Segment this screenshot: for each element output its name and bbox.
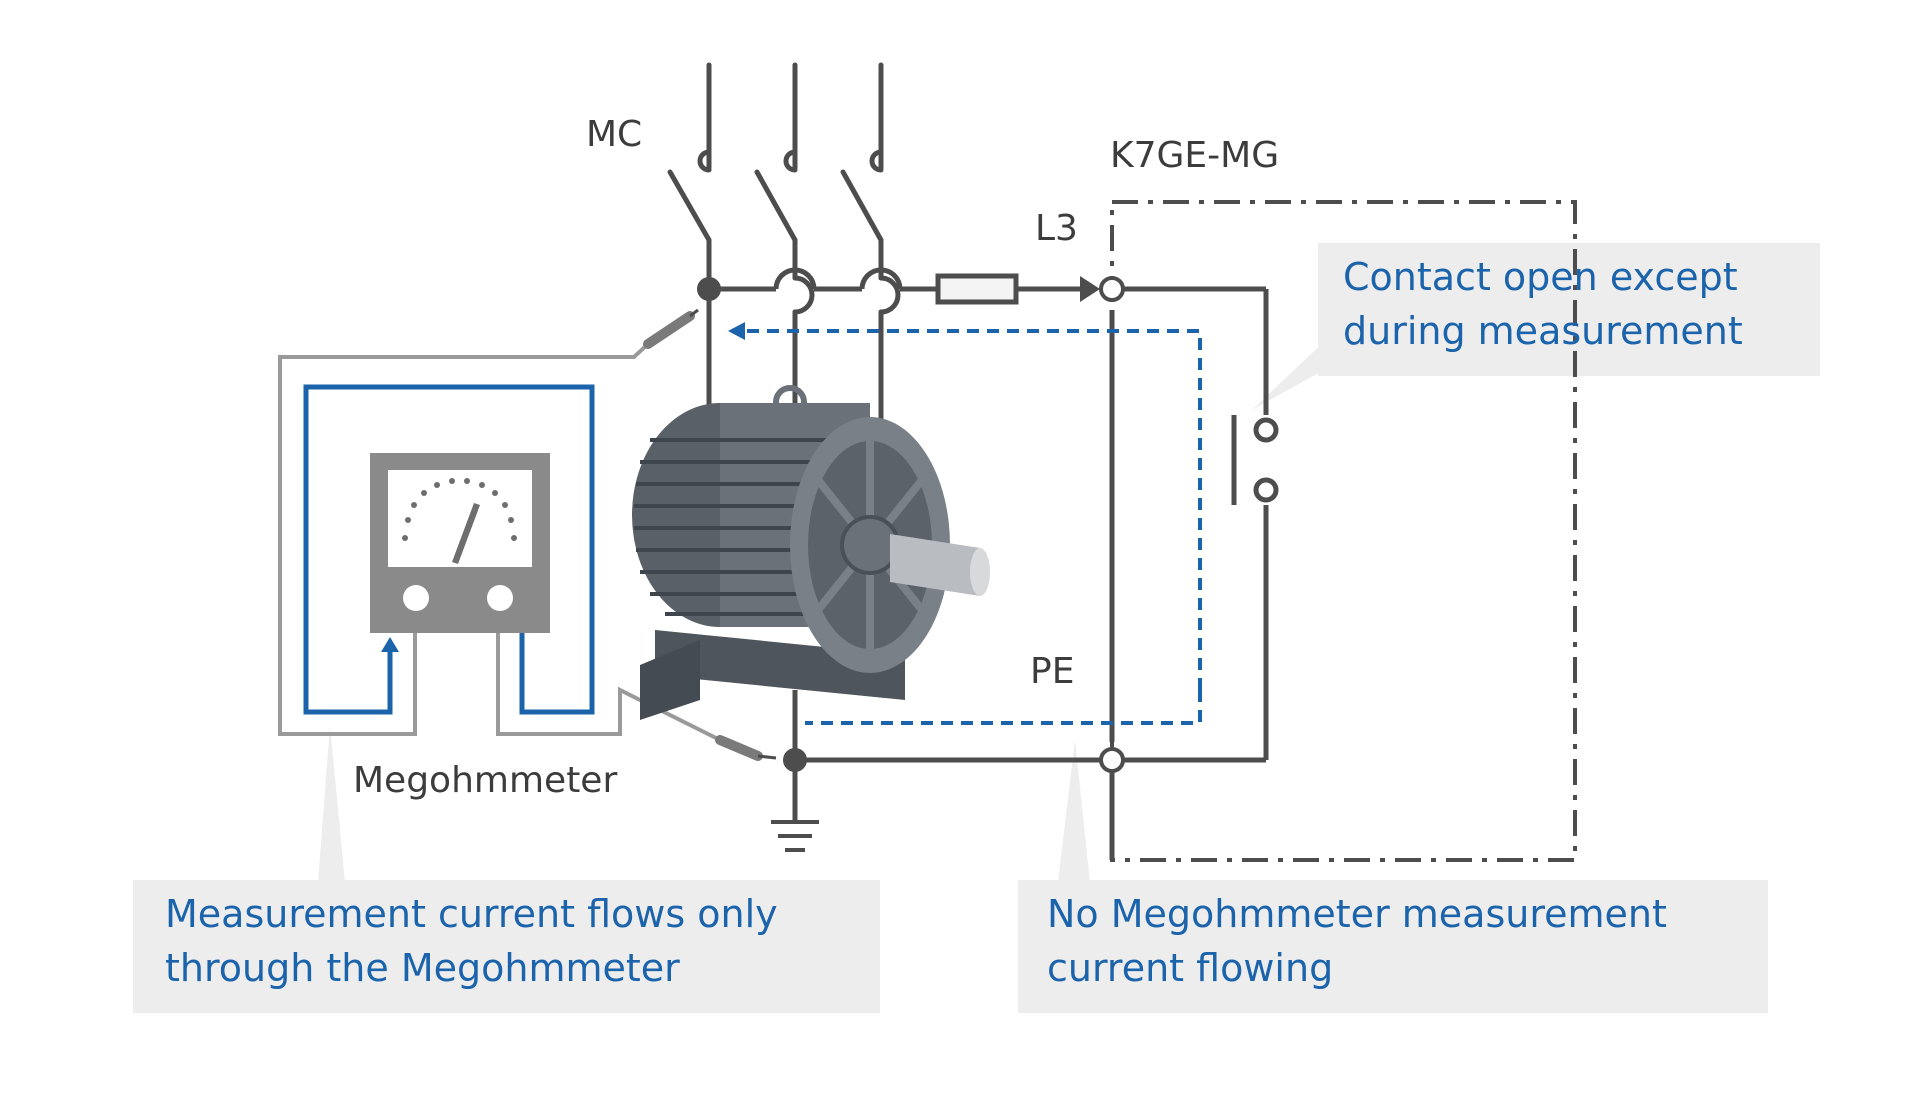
probe-bottom-icon	[715, 735, 777, 761]
ground-icon	[771, 820, 819, 852]
junction-l3	[697, 277, 721, 301]
megohmmeter-icon	[370, 453, 550, 633]
callout-box-contact	[1252, 243, 1820, 410]
callout-contact-text: Contact open except during measurement	[1343, 250, 1743, 358]
callout-box-megohmmeter-path	[133, 725, 880, 1013]
motor-icon	[632, 385, 990, 720]
l3-line	[709, 267, 1269, 763]
junction-pe	[783, 748, 807, 772]
probe-top-icon	[643, 308, 699, 349]
callout-no-current-line-2: current flowing	[1047, 946, 1334, 990]
callout-contact-line-1: Contact open except	[1343, 255, 1738, 299]
callout-contact-line-2: during measurement	[1343, 309, 1743, 353]
mc-label: MC	[586, 114, 642, 155]
callout-no-current-line-1: No Megohmmeter measurement	[1047, 892, 1667, 936]
blocked-measurement-path	[728, 322, 1202, 725]
contactor-mc	[667, 62, 901, 423]
callout-megohmmeter-path-line-1: Measurement current flows only	[165, 892, 778, 936]
pe-terminal	[1099, 747, 1125, 773]
callout-megohmmeter-path-text: Measurement current flows only through t…	[165, 887, 778, 995]
device-label: K7GE-MG	[1110, 135, 1279, 176]
l3-terminal	[1099, 276, 1125, 302]
megohmmeter-current-loop	[303, 384, 595, 715]
pe-label: PE	[1030, 651, 1074, 692]
l3-label: L3	[1035, 208, 1078, 249]
loop-arrow	[381, 637, 399, 652]
megohmmeter-label: Megohmmeter	[353, 760, 617, 801]
l3-arrow	[1080, 276, 1100, 302]
callout-megohmmeter-path-line-2: through the Megohmmeter	[165, 946, 680, 990]
callout-box-no-current	[1018, 740, 1768, 1013]
measurement-contact	[1231, 415, 1279, 505]
callout-no-current-text: No Megohmmeter measurement current flowi…	[1047, 887, 1667, 995]
